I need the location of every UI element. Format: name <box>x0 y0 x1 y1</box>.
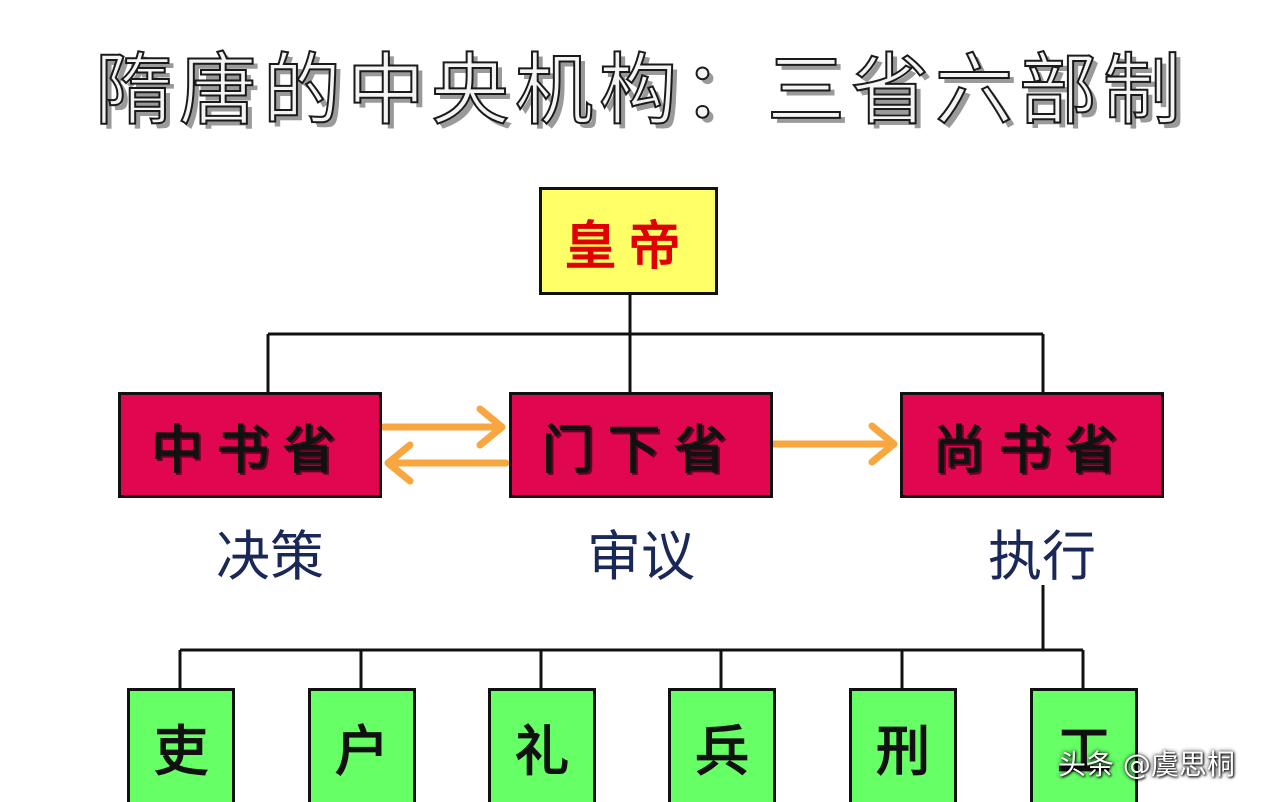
ministry-li-personnel: 吏 <box>127 688 235 802</box>
diagram-title: 隋唐的中央机构：三省六部制 <box>94 45 1187 137</box>
ministry-xing-justice: 刑 <box>849 688 957 802</box>
shangshu-box: 尚书省 <box>900 392 1164 498</box>
ministry-bing-war: 兵 <box>668 688 776 802</box>
zhongshu-box: 中书省 <box>118 392 382 498</box>
menxia-role: 审议 <box>587 525 695 588</box>
menxia-box: 门下省 <box>509 392 773 498</box>
shangshu-role: 执行 <box>988 525 1096 588</box>
watermark: 头条 @虞思桐 <box>1058 748 1235 781</box>
ministry-gong-works: 工 <box>1030 688 1138 802</box>
ministry-li-rites: 礼 <box>488 688 596 802</box>
emperor-box: 皇帝 <box>539 187 718 295</box>
zhongshu-role: 决策 <box>216 525 324 588</box>
arrow-zhongshu-to-menxia-head <box>476 405 506 449</box>
arrow-menxia-to-zhongshu-head <box>384 441 414 485</box>
arrow-menxia-to-shangshu-head <box>868 422 898 466</box>
ministry-hu-revenue: 户 <box>308 688 416 802</box>
